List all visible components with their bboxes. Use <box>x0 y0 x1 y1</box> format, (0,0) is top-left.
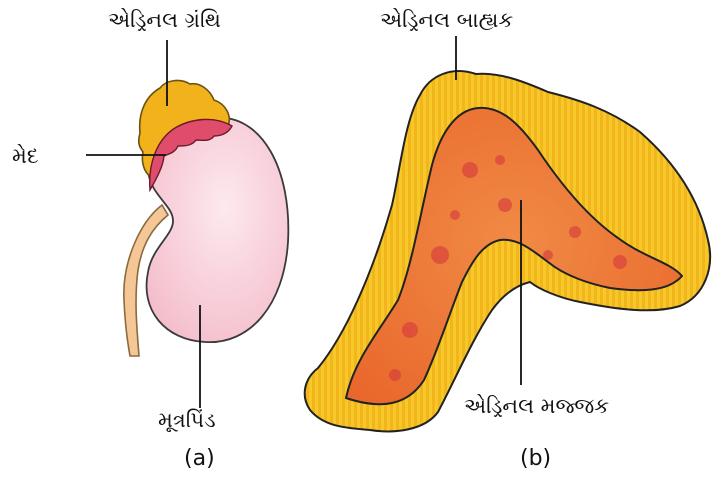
label-fat: મેદ <box>12 146 39 167</box>
caption-a: (a) <box>184 448 215 470</box>
panel-a <box>86 40 288 408</box>
label-adrenal-medulla: એડ્રિનલ મજ્જક <box>464 396 609 417</box>
label-adrenal-gland: એડ્રિનલ ગ્રંથિ <box>108 10 221 31</box>
caption-b: (b) <box>520 448 551 470</box>
label-adrenal-cortex: એડ્રિનલ બાહ્યક <box>380 10 513 31</box>
panel-b <box>305 36 710 431</box>
label-kidney: મૂત્રપિંડ <box>158 410 216 431</box>
